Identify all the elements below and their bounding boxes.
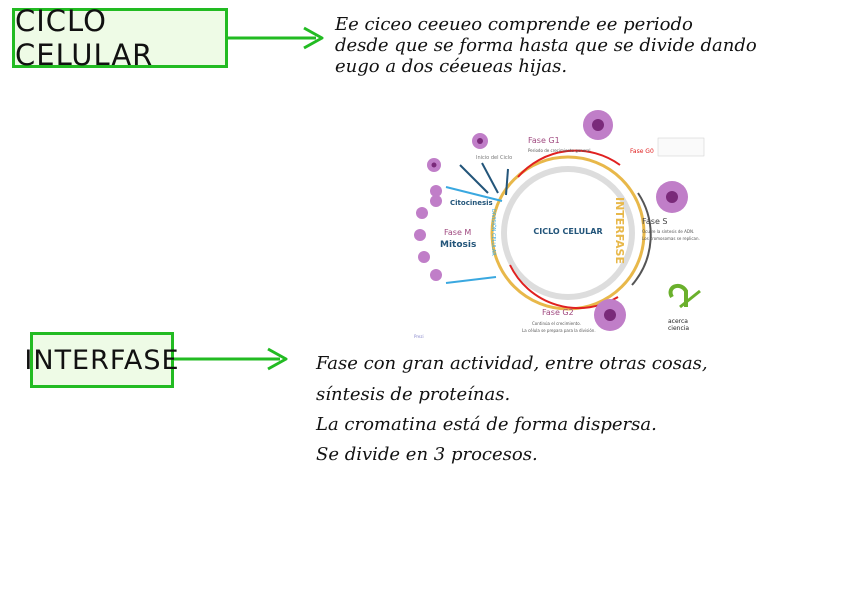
nucleus-icon bbox=[431, 162, 437, 168]
pointer-line bbox=[505, 168, 509, 196]
cell-icon bbox=[430, 195, 442, 207]
s-arrow bbox=[631, 192, 652, 286]
fase-m-subtitle: Mitosis bbox=[440, 240, 476, 250]
inicio-label: Inicio del Ciclo bbox=[476, 155, 512, 161]
interfase-ring bbox=[490, 155, 646, 311]
nucleus-icon bbox=[666, 191, 678, 203]
g1-arrow bbox=[517, 149, 621, 178]
citocinesis-label: Citocinesis bbox=[450, 199, 493, 207]
inner-ring bbox=[501, 166, 635, 300]
arrow-right-icon bbox=[174, 347, 288, 371]
fase-s-title: Fase S bbox=[642, 217, 667, 226]
arrow-right-icon bbox=[228, 26, 324, 50]
fase-g2-desc2: La célula se prepara para la división. bbox=[522, 328, 596, 333]
cell-icon bbox=[430, 269, 442, 281]
small-note: Prezi bbox=[414, 334, 424, 339]
fase-g1-title: Fase G1 bbox=[528, 136, 560, 145]
description-line: síntesis de proteínas. bbox=[316, 384, 511, 405]
fase-g1-desc: Periodo de crecimiento general bbox=[528, 148, 590, 153]
division-label: DIVISIÓN CELULAR bbox=[490, 209, 497, 256]
cell-icon bbox=[414, 229, 426, 241]
fase-s-desc2: Los cromosomas se replican. bbox=[642, 236, 700, 241]
g0-note-box bbox=[657, 137, 705, 157]
fase-g2-desc1: Continúa el crecimiento. bbox=[532, 321, 581, 326]
cell-icon bbox=[418, 251, 430, 263]
fase-g0-title: Fase G0 bbox=[630, 148, 654, 155]
logo-icon bbox=[668, 283, 688, 307]
description-line: La cromatina está de forma dispersa. bbox=[316, 414, 657, 435]
interfase-label: INTERFASE bbox=[613, 197, 626, 264]
description-line: Ee ciceo ceeueo comprende ee periodo bbox=[335, 14, 693, 35]
logo-text-1: acerca bbox=[668, 318, 688, 325]
description-line: Fase con gran actividad, entre otras cos… bbox=[316, 353, 708, 374]
pointer-line bbox=[481, 162, 499, 194]
description-line: eugo a dos céeueas hijas. bbox=[335, 56, 568, 77]
nucleus-icon bbox=[592, 119, 604, 131]
title-interfase: INTERFASE bbox=[24, 344, 180, 376]
nucleus-icon bbox=[604, 309, 616, 321]
title-ciclo-celular: CICLO CELULAR bbox=[15, 4, 154, 72]
center-label: CICLO CELULAR bbox=[533, 227, 602, 236]
division-line bbox=[445, 186, 503, 202]
cell-icon bbox=[430, 185, 442, 197]
cell-icon bbox=[416, 207, 428, 219]
title-box-ciclo-celular: CICLO CELULAR bbox=[12, 4, 228, 72]
description-line: desde que se forma hasta que se divide d… bbox=[335, 35, 757, 56]
division-line bbox=[445, 276, 497, 284]
pointer-line bbox=[459, 164, 489, 194]
description-line: Se divide en 3 procesos. bbox=[316, 444, 538, 465]
logo-icon bbox=[679, 289, 701, 309]
logo-text-2: ciencia bbox=[668, 325, 689, 332]
fase-s-desc1: Ocurre la síntesis de ADN. bbox=[642, 229, 694, 234]
title-box-interfase: INTERFASE bbox=[24, 332, 179, 388]
fase-g2-title: Fase G2 bbox=[542, 308, 574, 317]
fase-m-title: Fase M bbox=[444, 228, 471, 237]
cell-cycle-diagram: CICLO CELULAR INTERFASE DIVISIÓN CELULAR… bbox=[414, 110, 705, 339]
description-ciclo-celular: Ee ciceo ceeueo comprende ee periodo des… bbox=[335, 14, 835, 77]
nucleus-icon bbox=[477, 138, 483, 144]
description-interfase: Fase con gran actividad, entre otras cos… bbox=[316, 350, 836, 472]
